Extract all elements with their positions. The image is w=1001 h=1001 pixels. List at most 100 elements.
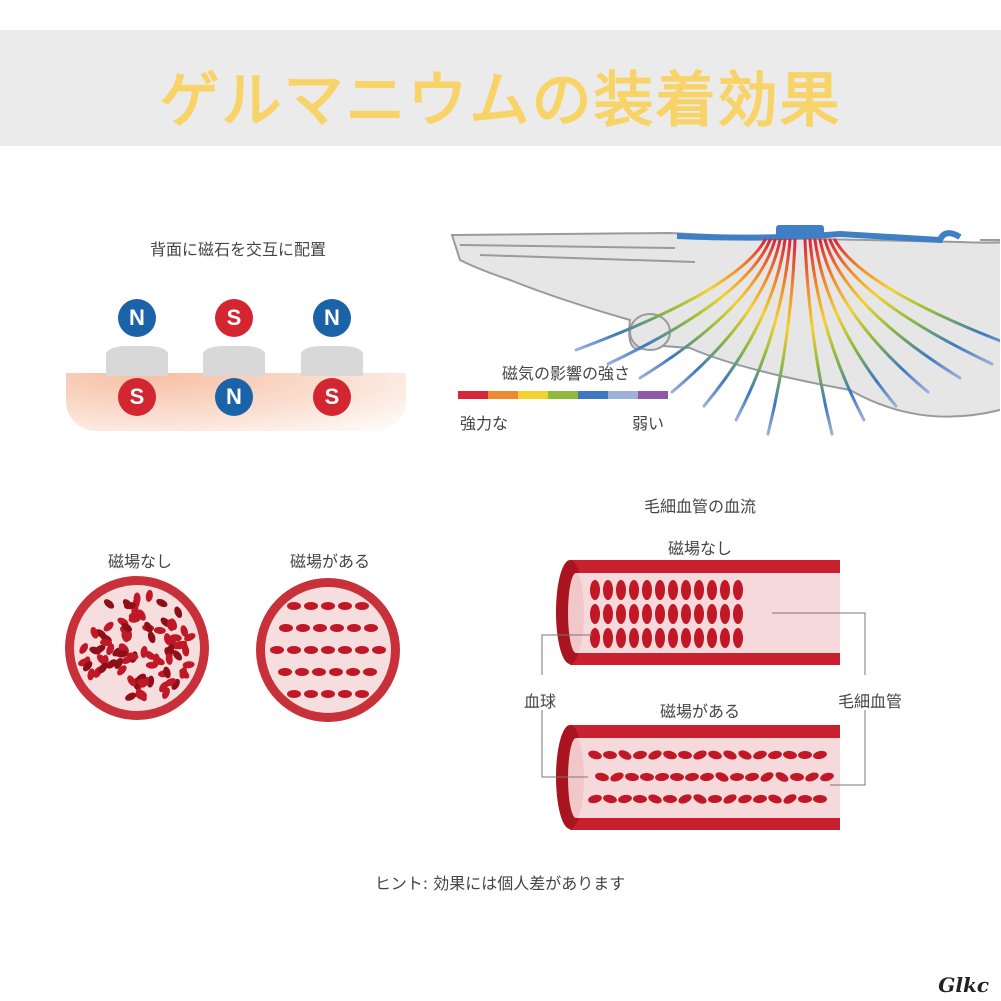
blood-cell — [330, 624, 344, 632]
blood-cell — [707, 604, 717, 624]
blood-cell — [625, 772, 639, 782]
blood-cell — [663, 794, 677, 804]
blood-cell — [79, 643, 89, 654]
blood-cell — [355, 646, 369, 654]
blood-cell — [733, 580, 743, 600]
blood-cell — [678, 794, 692, 804]
magnet-block — [106, 346, 168, 376]
blood-cell — [707, 580, 717, 600]
blood-cell — [355, 690, 369, 698]
blood-cell — [633, 794, 647, 804]
blood-cell — [321, 690, 335, 698]
magnet-block — [301, 346, 363, 376]
magnet-pole-bottom-2: N — [215, 378, 253, 416]
field-line — [766, 238, 797, 436]
vessel-cross-sections — [65, 576, 400, 722]
blood-cell — [338, 690, 352, 698]
blood-cell — [805, 772, 819, 782]
field-line — [813, 238, 898, 408]
blood-cell — [723, 750, 737, 760]
blood-cell — [693, 794, 707, 804]
blood-cell-label: 血球 — [523, 692, 557, 711]
blood-cell — [127, 675, 136, 687]
capillary-no-field-label: 磁場なし — [667, 539, 733, 558]
field-lines — [574, 238, 1000, 450]
blood-cell — [708, 750, 722, 760]
legend-swatch — [488, 391, 518, 399]
blood-cell — [610, 772, 624, 782]
blood-cell — [296, 624, 310, 632]
blood-cell — [633, 750, 647, 760]
blood-cell — [346, 668, 360, 676]
blood-cell — [165, 652, 173, 665]
field-line — [734, 238, 792, 422]
blood-cell — [768, 794, 782, 804]
blood-cell — [616, 580, 626, 600]
blood-cell — [304, 690, 318, 698]
blood-cell — [663, 750, 677, 760]
blood-cell — [87, 668, 95, 681]
field-line — [702, 238, 787, 408]
blood-cell — [363, 668, 377, 676]
hint-text: ヒント: 効果には個人差があります — [374, 874, 626, 893]
legend-swatch — [578, 391, 608, 399]
magnet-pole-top-2: S — [215, 299, 253, 337]
legend-swatch — [638, 391, 668, 399]
magnet-block — [203, 346, 265, 376]
blood-cell — [126, 652, 139, 660]
blood-cell — [595, 772, 609, 782]
field-line — [808, 238, 866, 422]
blood-cell — [640, 772, 654, 782]
blood-cell — [760, 772, 774, 782]
capillary-diagram — [541, 560, 866, 830]
blood-cell — [588, 750, 602, 760]
blood-cell — [720, 580, 730, 600]
blood-cell — [103, 599, 115, 609]
blood-cell — [372, 646, 386, 654]
blood-cell — [681, 628, 691, 648]
weak-label: 弱い — [632, 414, 665, 433]
blood-cell — [174, 606, 183, 619]
blood-cell — [715, 772, 729, 782]
blood-cell — [321, 646, 335, 654]
field-line — [828, 238, 994, 366]
blood-cell — [338, 646, 352, 654]
blood-cell — [693, 750, 707, 760]
field-line — [574, 238, 767, 352]
capillary-label: 毛細血管 — [837, 692, 903, 711]
blood-cell — [304, 646, 318, 654]
blood-cell — [172, 650, 183, 661]
blood-cell — [618, 794, 632, 804]
blood-cell — [798, 794, 812, 804]
blood-cell — [287, 646, 301, 654]
blood-cell — [94, 644, 106, 654]
blood-cell — [668, 604, 678, 624]
blood-cell — [287, 602, 301, 610]
magnets-caption: 背面に磁石を交互に配置 — [149, 240, 327, 259]
magnet-pole-bottom-1: S — [118, 378, 156, 416]
blood-cell — [694, 580, 704, 600]
strength-color-bar — [458, 391, 668, 399]
blood-cell — [694, 604, 704, 624]
blood-cell — [655, 580, 665, 600]
blood-cell — [733, 628, 743, 648]
blood-cell — [720, 604, 730, 624]
blood-cell — [813, 794, 827, 804]
field-label: 磁場がある — [289, 552, 371, 571]
blood-cell — [616, 604, 626, 624]
blood-cell — [590, 604, 600, 624]
blood-cell — [603, 604, 613, 624]
blood-cell — [720, 628, 730, 648]
blood-cell — [730, 772, 744, 782]
blood-cell — [668, 580, 678, 600]
blood-cell — [313, 624, 327, 632]
legend-swatch — [608, 391, 638, 399]
blood-cell — [164, 678, 176, 687]
blood-cell — [655, 628, 665, 648]
blood-cell — [745, 772, 759, 782]
field-line — [606, 238, 772, 366]
blood-cell — [820, 772, 834, 782]
blood-cell — [144, 621, 153, 633]
blood-cell — [153, 626, 166, 634]
